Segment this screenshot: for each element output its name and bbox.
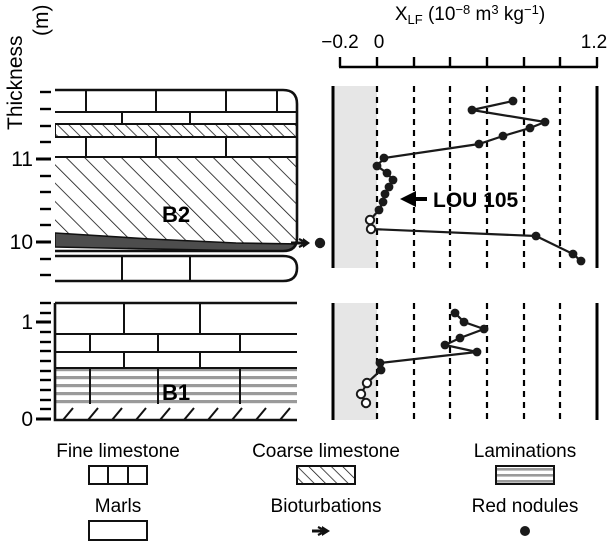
- x-axis-unit-m-exp: 3: [491, 2, 498, 17]
- upper-lithology-column: B2: [55, 88, 299, 283]
- upper-shaded-band: [333, 86, 377, 268]
- unit-label-B1: B1: [162, 380, 190, 405]
- annotation-arrow-head: [400, 191, 416, 207]
- upper-y-label-10: 10: [10, 231, 33, 254]
- coarse-limestone-swatch: [296, 465, 356, 485]
- annotation-label: LOU 105: [433, 189, 519, 212]
- upper-y-ticks: [36, 90, 51, 277]
- upper-gridlines: [375, 86, 562, 268]
- laminations-swatch: [495, 465, 555, 485]
- upper-y-axis: 11 10: [10, 90, 51, 277]
- legend-label-fine-limestone: Fine limestone: [56, 441, 180, 462]
- x-axis-title: XLF (10−8 m3 kg−1): [395, 2, 545, 27]
- x-tick-label-min: −0.2: [321, 32, 359, 53]
- marls-swatch: [88, 520, 148, 541]
- red-nodule-icon: [314, 237, 326, 249]
- upper-base-outline: [55, 254, 299, 283]
- lower-y-label-1: 1: [21, 311, 33, 334]
- x-axis-unit-kg-exp: −1: [524, 2, 539, 17]
- x-axis-unit-exp: −8: [455, 2, 470, 17]
- bioturbation-icon: [291, 238, 310, 248]
- bioturbation-symbol: [312, 526, 330, 536]
- x-axis-scale: −0.2 0 1.2: [321, 32, 607, 69]
- x-tick-label-zero: 0: [374, 32, 385, 53]
- bioturbation-ticks: [62, 407, 291, 420]
- lower-data-line: [359, 312, 488, 404]
- brick-band-base: [121, 256, 191, 281]
- coarse-band-thin: [55, 123, 296, 138]
- legend-label-laminations: Laminations: [474, 441, 576, 462]
- legend-label-bioturbations: Bioturbations: [271, 496, 382, 517]
- x-tick-label-max: 1.2: [581, 32, 607, 53]
- lower-y-label-0: 0: [21, 408, 33, 431]
- x-axis-unit-m: m: [470, 4, 491, 25]
- x-axis-unit-kg: kg: [499, 4, 524, 25]
- fine-limestone-swatch: [88, 465, 148, 485]
- red-nodule-symbol: [520, 526, 530, 536]
- y-axis-title: Thickness (m): [4, 5, 53, 130]
- lower-data-markers: [355, 308, 489, 409]
- legend-label-red-nodules: Red nodules: [472, 496, 579, 517]
- legend-label-coarse-limestone: Coarse limestone: [252, 441, 400, 462]
- x-axis-unit-close: ): [539, 4, 545, 25]
- upper-data-markers: [364, 96, 586, 266]
- unit-label-B2: B2: [162, 202, 190, 227]
- lower-gridlines: [375, 303, 562, 420]
- laminations-B1: [55, 368, 297, 404]
- y-axis-title-line1: Thickness: [4, 35, 27, 130]
- upper-y-label-11: 11: [11, 148, 33, 171]
- x-axis-ticks: [338, 57, 599, 67]
- lower-plot-panel: [331, 303, 599, 420]
- lower-lithology-column: B1: [53, 301, 297, 422]
- lower-y-ticks: [36, 301, 51, 421]
- legend-label-marls: Marls: [95, 496, 141, 517]
- brick-band-top: [55, 90, 296, 113]
- dark-bed-wedge: [55, 232, 296, 251]
- upper-plot-panel: LOU 105: [331, 86, 599, 268]
- lou-105-annotation: LOU 105: [400, 189, 519, 212]
- legend: Fine limestone Coarse limestone Laminati…: [56, 441, 579, 541]
- y-axis-title-line2: (m): [30, 5, 53, 36]
- coarse-limestone-B2: [55, 157, 296, 245]
- lower-y-axis: 1 0: [21, 301, 51, 431]
- lower-log-outline: [53, 301, 297, 422]
- upper-data-line: [368, 99, 582, 262]
- x-axis-unit-open: (10: [423, 4, 456, 25]
- upper-body-outline: [55, 88, 299, 253]
- upper-log-symbols: [291, 237, 326, 249]
- x-axis-symbol: X: [395, 4, 408, 25]
- svg-text:XLF (10−8 m3 kg−1): XLF (10−8 m3 kg−1): [395, 2, 545, 27]
- x-axis-subscript: LF: [408, 12, 423, 27]
